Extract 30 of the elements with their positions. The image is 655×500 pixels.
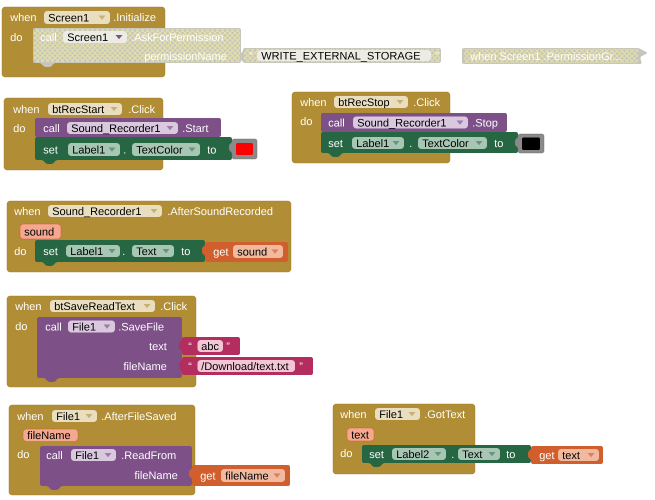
dropdown-field: btSaveReadText <box>50 300 155 312</box>
parameter-chip: fileName <box>22 428 78 442</box>
dropdown-field: Screen1 <box>44 11 110 24</box>
dropdown-field: sound <box>233 245 283 258</box>
collapsed-block: when Screen1 .PermissionGr... <box>462 48 647 64</box>
dropdown-field: Label1 <box>68 143 120 156</box>
dropdown-field: TextColor <box>418 137 487 149</box>
dropdown-field: File1 <box>375 408 420 420</box>
dropdown-field: File1 <box>52 410 97 422</box>
dropdown-field: File1 <box>68 320 115 332</box>
parameter-chip: text <box>346 428 374 442</box>
dropdown-field: Label1 <box>352 137 404 149</box>
dropdown-field: Sound_Recorder1 <box>67 122 178 134</box>
dropdown-field: Sound_Recorder1 <box>48 205 162 218</box>
dropdown-field: text <box>558 449 599 461</box>
dropdown-field: fileName <box>221 469 285 482</box>
dropdown-field: Label2 <box>392 448 446 460</box>
dropdown-field: Text <box>132 245 174 257</box>
dropdown-field: btRecStart <box>48 103 122 115</box>
parameter-chip: sound <box>20 224 62 240</box>
text-field: WRITE_EXTERNAL_STORAGE <box>257 50 431 62</box>
dropdown-field: Sound_Recorder1 <box>353 116 468 129</box>
dropdown-field: Text <box>458 448 500 460</box>
dropdown-field: File1 <box>71 449 116 461</box>
dropdown-field: btRecStop <box>334 96 408 108</box>
dropdown-field: TextColor <box>132 143 200 156</box>
text-field: /Download/text.txt <box>198 360 295 372</box>
dropdown-field: Label1 <box>66 245 120 257</box>
text-field: abc <box>198 340 223 352</box>
dropdown-field: Screen1 <box>63 31 127 43</box>
